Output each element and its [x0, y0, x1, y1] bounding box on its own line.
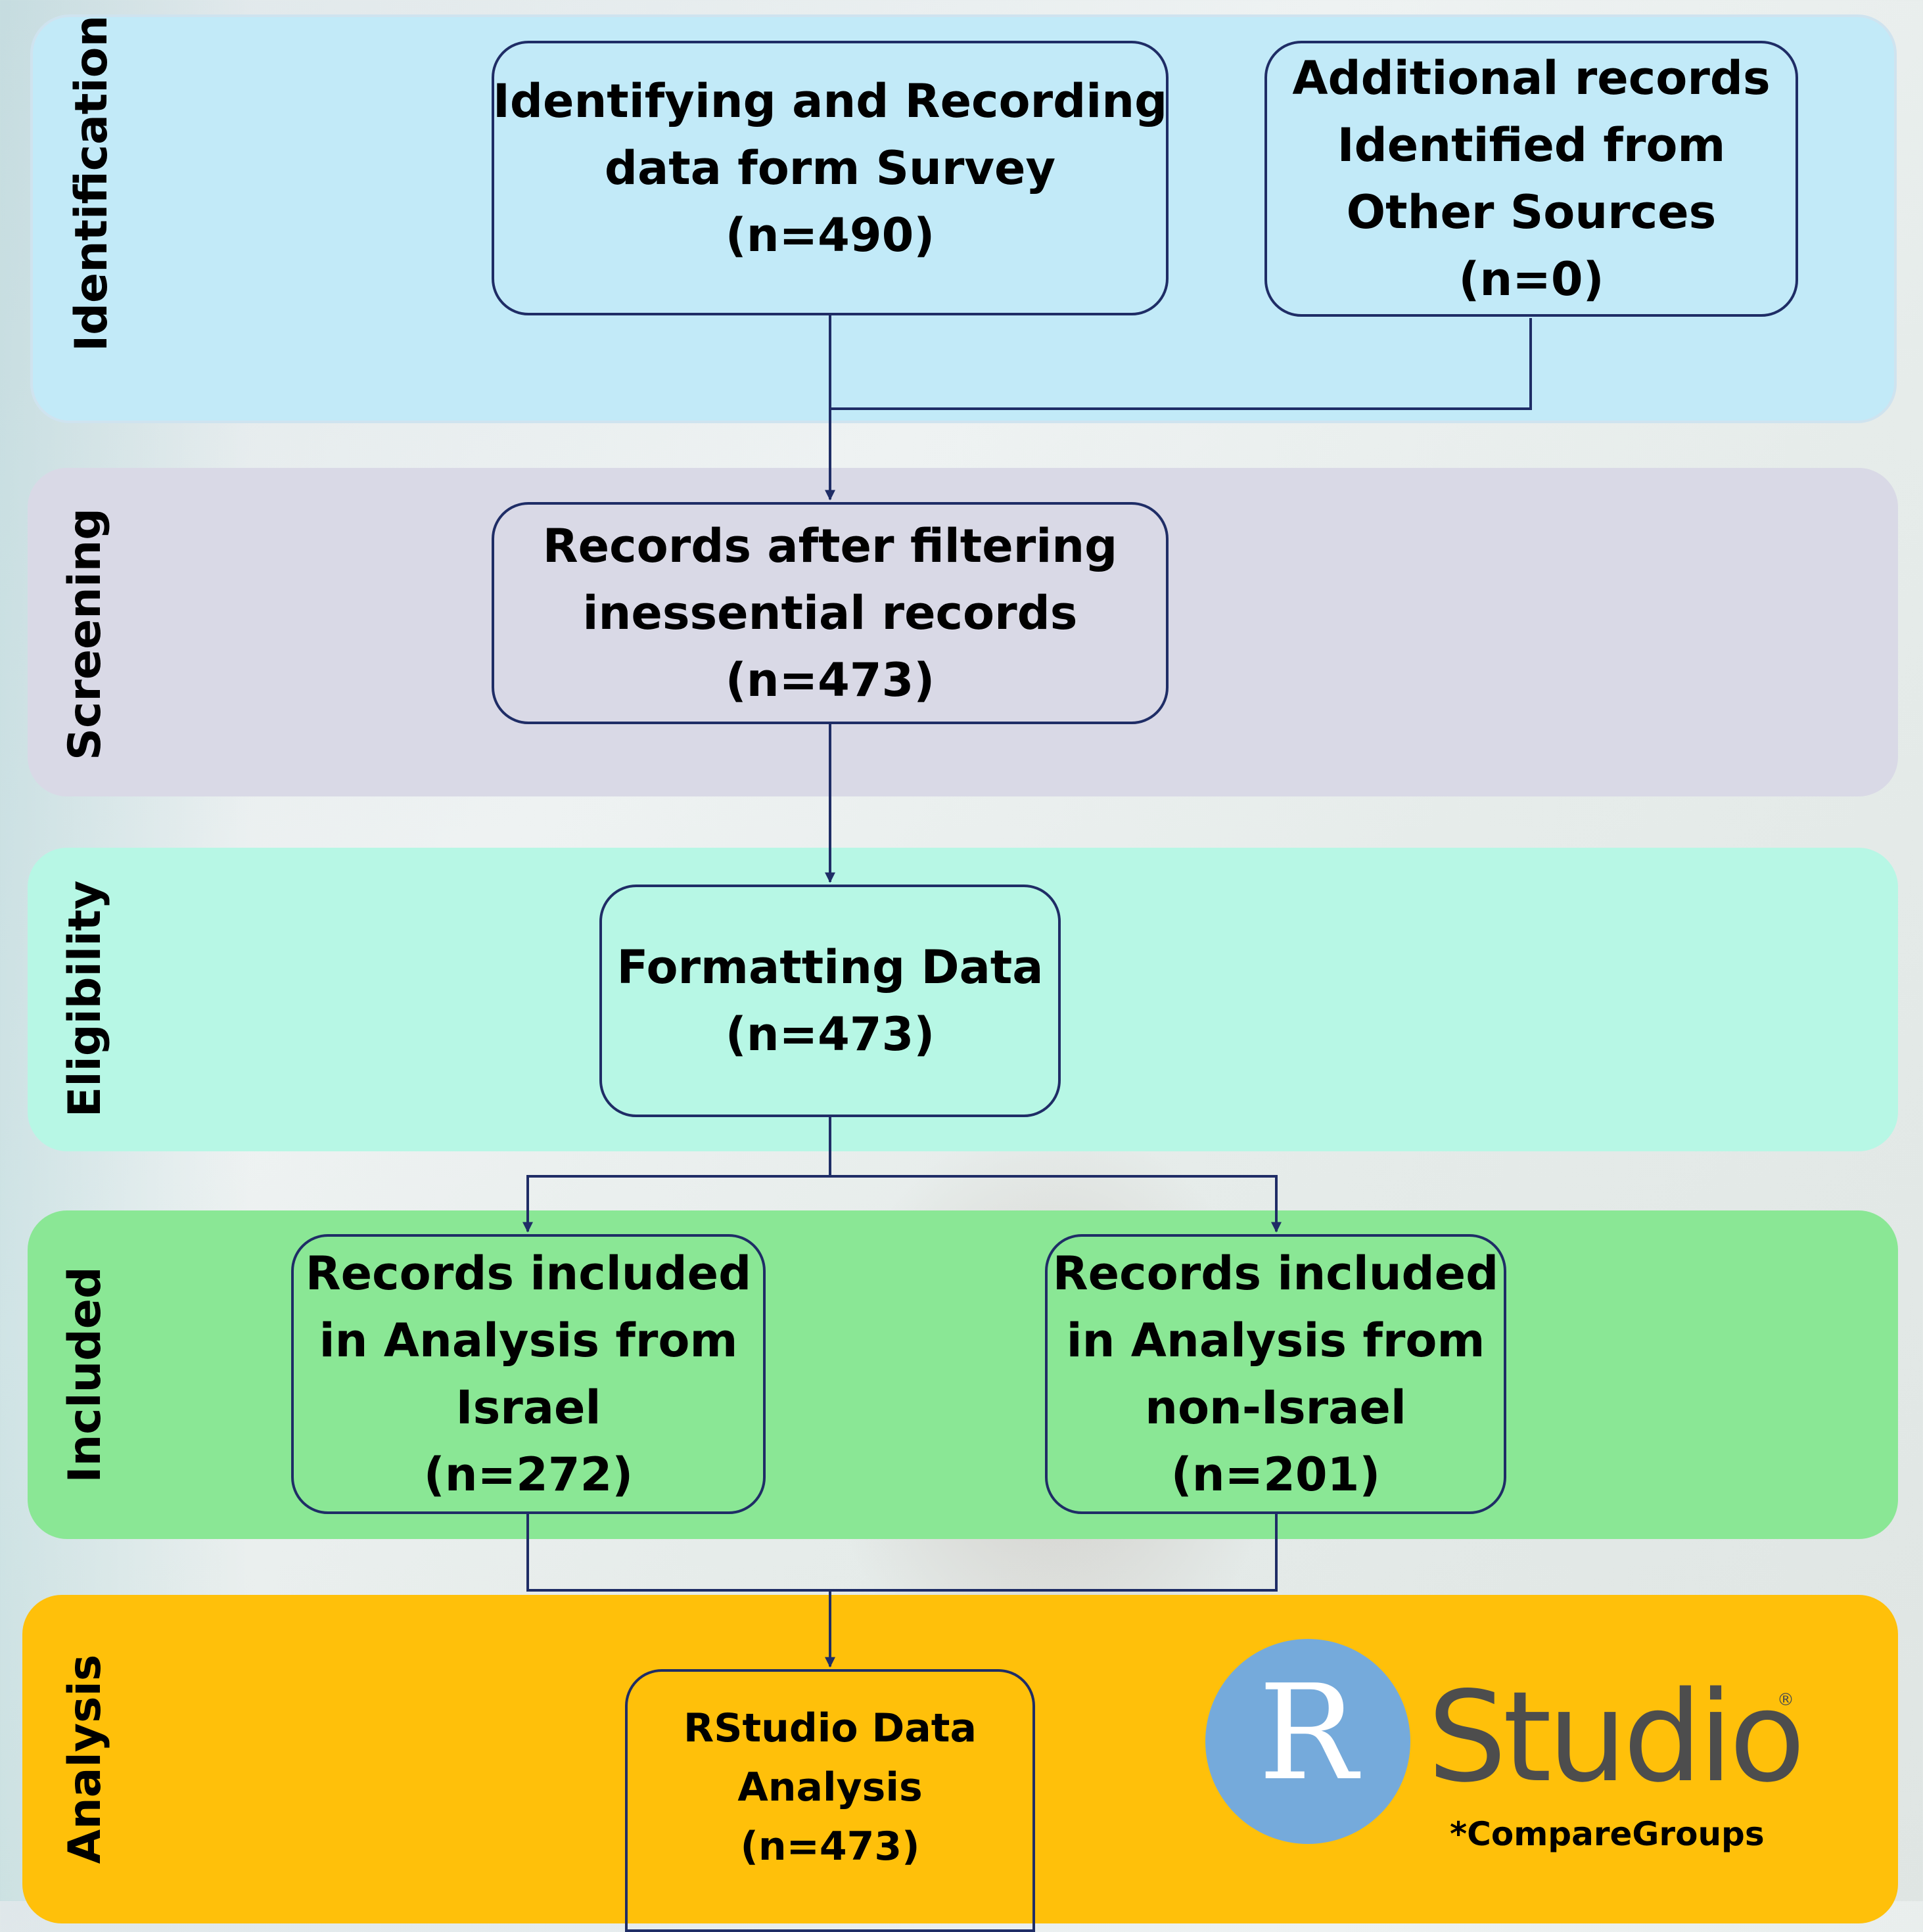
non-israel-line3: non-Israel — [1145, 1381, 1406, 1435]
israel-box: Records included in Analysis from Israel… — [291, 1234, 766, 1514]
non-israel-box: Records included in Analysis from non-Is… — [1045, 1234, 1506, 1514]
israel-line1: Records included — [305, 1247, 752, 1300]
formatting-line1: Formatting Data — [616, 940, 1044, 994]
rstudio-logo: R Studio ® — [1205, 1639, 1810, 1856]
other-sources-line1: Additional records — [1292, 51, 1771, 105]
formatting-count: (n=473) — [725, 1007, 935, 1061]
screening-line2: inessential records — [582, 586, 1078, 640]
rstudio-count: (n=473) — [740, 1824, 920, 1870]
connector-other-sources-join — [830, 318, 1532, 410]
israel-line2: in Analysis from — [319, 1314, 738, 1368]
rstudio-box: RStudio Data Analysis (n=473) — [625, 1669, 1035, 1932]
non-israel-line2: in Analysis from — [1066, 1314, 1485, 1368]
rstudio-line1: RStudio Data — [683, 1705, 977, 1751]
rstudio-line2: Analysis — [737, 1764, 923, 1810]
included-band — [28, 1210, 1898, 1539]
other-sources-line2: Identified from — [1337, 118, 1726, 172]
analysis-band — [22, 1595, 1898, 1923]
identification-band — [30, 14, 1897, 423]
connector-formatting-split — [522, 1117, 831, 1233]
comparegroups-note: *CompareGroups — [1450, 1815, 1765, 1853]
screening-count: (n=473) — [725, 653, 935, 707]
screening-box: Records after filtering inessential reco… — [492, 502, 1169, 724]
screening-line1: Records after filtering — [542, 519, 1118, 573]
israel-count: (n=272) — [423, 1448, 634, 1502]
survey-box: Identifying and Recording data form Surv… — [492, 41, 1169, 315]
other-sources-box: Additional records Identified from Other… — [1264, 41, 1798, 317]
eligibility-band — [28, 848, 1898, 1151]
non-israel-line1: Records included — [1052, 1247, 1499, 1300]
other-sources-count: (n=0) — [1458, 252, 1604, 306]
non-israel-count: (n=201) — [1170, 1448, 1381, 1502]
rstudio-wordmark: Studio — [1427, 1665, 1805, 1810]
connector-formatting-split-right — [830, 1175, 1282, 1233]
other-sources-line3: Other Sources — [1346, 185, 1717, 239]
survey-count: (n=490) — [725, 208, 935, 262]
formatting-box: Formatting Data (n=473) — [599, 885, 1061, 1117]
registered-mark: ® — [1777, 1690, 1794, 1710]
israel-line3: Israel — [455, 1381, 601, 1435]
survey-line2: data form Survey — [604, 141, 1056, 195]
connector-merge — [526, 1513, 1278, 1592]
survey-line1: Identifying and Recording — [492, 74, 1168, 128]
screening-band — [28, 468, 1898, 796]
r-logo-letter: R — [1258, 1657, 1358, 1810]
r-logo-circle — [1205, 1639, 1410, 1844]
